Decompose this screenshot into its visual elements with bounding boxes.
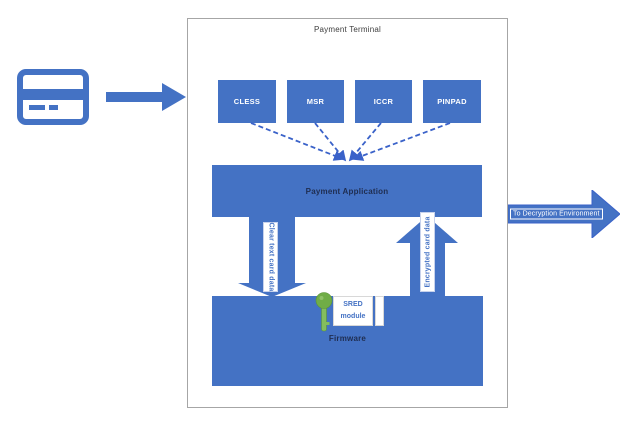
to-decryption-environment-arrow: To Decryption Environment bbox=[508, 190, 620, 238]
firmware-label: Firmware bbox=[328, 334, 367, 343]
key-icon bbox=[315, 292, 333, 334]
payment-application-label: Payment Application bbox=[305, 186, 389, 196]
to-decryption-environment-label: To Decryption Environment bbox=[510, 208, 603, 220]
sred-module-box: SRED module bbox=[333, 296, 373, 326]
device-label: MSR bbox=[306, 97, 325, 106]
device-box-pinpad: PINPAD bbox=[423, 80, 481, 123]
encrypted-card-data-label: Encrypted card data bbox=[420, 212, 435, 292]
payment-application-box: Payment Application bbox=[212, 165, 482, 217]
credit-card-icon bbox=[16, 68, 90, 126]
sred-module-label: SRED module bbox=[340, 301, 366, 320]
device-label: CLESS bbox=[233, 97, 261, 106]
devices-to-application-dashed-lines bbox=[210, 122, 490, 166]
device-label: ICCR bbox=[373, 97, 394, 106]
payment-terminal-title: Payment Terminal bbox=[313, 25, 382, 34]
sred-module-side-strip bbox=[375, 296, 384, 326]
card-to-terminal-arrow-icon bbox=[106, 83, 186, 111]
clear-text-card-data-label: Clear text card data bbox=[263, 222, 278, 292]
device-box-iccr: ICCR bbox=[355, 80, 412, 123]
device-box-cless: CLESS bbox=[218, 80, 276, 123]
device-box-msr: MSR bbox=[287, 80, 344, 123]
device-label: PINPAD bbox=[437, 97, 467, 106]
